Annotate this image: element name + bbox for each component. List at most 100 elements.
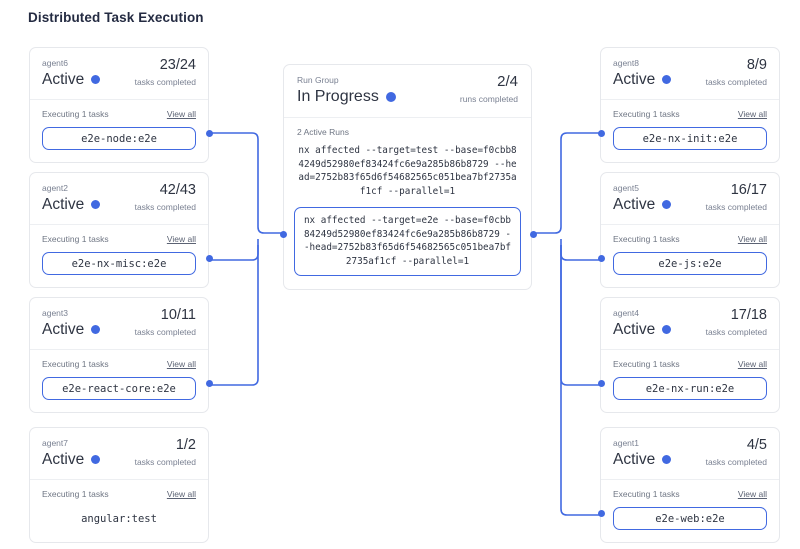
- executing-label: Executing 1 tasks: [613, 489, 680, 499]
- agent-connector-port: [206, 380, 213, 387]
- run-group-card[interactable]: Run Group In Progress 2/4 runs completed…: [280, 64, 537, 290]
- agent-state: Active: [613, 71, 656, 88]
- executing-label: Executing 1 tasks: [42, 359, 109, 369]
- status-dot-icon: [91, 200, 101, 209]
- divider: [30, 479, 208, 480]
- agent-state: Active: [42, 196, 85, 213]
- agent-id: agent8: [613, 58, 639, 68]
- view-all-link[interactable]: View all: [166, 109, 196, 119]
- view-all-link[interactable]: View all: [737, 234, 767, 244]
- active-runs-label: 2 Active Runs: [297, 127, 349, 137]
- divider: [284, 117, 531, 118]
- agent-task-count: 16/17: [730, 182, 767, 198]
- agent-state: Active: [613, 196, 656, 213]
- agent-state: Active: [42, 321, 85, 338]
- agent-connector-port: [206, 130, 213, 137]
- divider: [601, 99, 779, 100]
- agent-task-count: 4/5: [746, 437, 767, 453]
- agent-task-count: 8/9: [746, 57, 767, 73]
- run-command-0[interactable]: nx affected --target=test --base=f0cbb84…: [298, 145, 517, 197]
- agent-connector-port: [206, 255, 213, 262]
- agent-task-count-sub: tasks completed: [705, 327, 767, 337]
- status-dot-icon: [662, 325, 672, 334]
- status-dot-icon: [662, 455, 672, 464]
- agent-id: agent3: [42, 308, 68, 318]
- running-task-chip[interactable]: e2e-nx-init:e2e: [613, 127, 767, 150]
- agent-state: Active: [613, 321, 656, 338]
- running-task-chip[interactable]: e2e-node:e2e: [42, 127, 196, 150]
- run-command-1[interactable]: nx affected --target=e2e --base=f0cbb842…: [294, 207, 521, 276]
- agent-body: Executing 1 tasks View all e2e-react-core:…: [30, 350, 208, 412]
- running-task-chip[interactable]: e2e-react-core:e2e: [42, 377, 196, 400]
- agent-task-count: 10/11: [160, 307, 196, 323]
- running-task-chip[interactable]: e2e-js:e2e: [613, 252, 767, 275]
- executing-label: Executing 1 tasks: [613, 359, 680, 369]
- run-group-header: Run Group In Progress 2/4 runs completed: [284, 65, 531, 117]
- page-title: Distributed Task Execution: [28, 10, 204, 25]
- run-group-port-right: [530, 231, 537, 238]
- agent-connector-port: [598, 255, 605, 262]
- status-dot-icon: [91, 325, 101, 334]
- agent-task-count-sub: tasks completed: [705, 202, 767, 212]
- divider: [601, 349, 779, 350]
- agent-state: Active: [613, 451, 656, 468]
- executing-label: Executing 1 tasks: [42, 234, 109, 244]
- divider: [601, 224, 779, 225]
- agent-task-count-sub: tasks completed: [705, 457, 767, 467]
- divider: [601, 479, 779, 480]
- run-group-count-sub: runs completed: [459, 94, 518, 104]
- agent-state: Active: [42, 451, 85, 468]
- agent-id: agent7: [42, 438, 68, 448]
- run-group-port-left: [280, 231, 287, 238]
- run-group-count: 2/4: [497, 73, 518, 90]
- view-all-link[interactable]: View all: [737, 109, 767, 119]
- view-all-link[interactable]: View all: [166, 359, 196, 369]
- running-task-chip[interactable]: e2e-nx-misc:e2e: [42, 252, 196, 275]
- executing-label: Executing 1 tasks: [42, 489, 109, 499]
- agent-task-count: 1/2: [175, 437, 196, 453]
- agent-connector-port: [598, 380, 605, 387]
- agent-body: Executing 1 tasks View all e2e-nx-misc:e2e: [30, 225, 208, 287]
- agent-id: agent5: [613, 183, 639, 193]
- divider: [30, 224, 208, 225]
- agent-connector-port: [598, 130, 605, 137]
- agent-id: agent4: [613, 308, 639, 318]
- agent-body: Executing 1 tasks View all e2e-web:e2e: [601, 480, 779, 542]
- status-dot-icon: [91, 75, 101, 84]
- agent-task-count: 23/24: [159, 57, 196, 73]
- view-all-link[interactable]: View all: [166, 489, 196, 499]
- agent-task-count-sub: tasks completed: [134, 327, 196, 337]
- agent-connector-port: [598, 510, 605, 517]
- view-all-link[interactable]: View all: [737, 359, 767, 369]
- view-all-link[interactable]: View all: [737, 489, 767, 499]
- divider: [30, 349, 208, 350]
- running-task-chip[interactable]: angular:test: [81, 512, 157, 525]
- run-group-state: In Progress: [297, 88, 379, 105]
- status-dot-icon: [662, 200, 672, 209]
- view-all-link[interactable]: View all: [166, 234, 196, 244]
- agent-body: Executing 1 tasks View all e2e-nx-run:e2e: [601, 350, 779, 412]
- agent-task-count-sub: tasks completed: [134, 77, 196, 87]
- running-task-chip[interactable]: e2e-web:e2e: [613, 507, 767, 530]
- status-dot-icon: [91, 455, 101, 464]
- running-task-chip[interactable]: e2e-nx-run:e2e: [613, 377, 767, 400]
